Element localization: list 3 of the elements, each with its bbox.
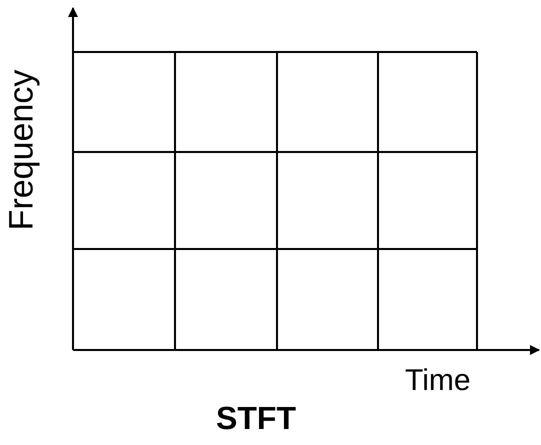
caption: STFT xyxy=(216,400,296,437)
axis-label: Frequency xyxy=(2,70,42,230)
axis-label: Time xyxy=(405,364,471,398)
